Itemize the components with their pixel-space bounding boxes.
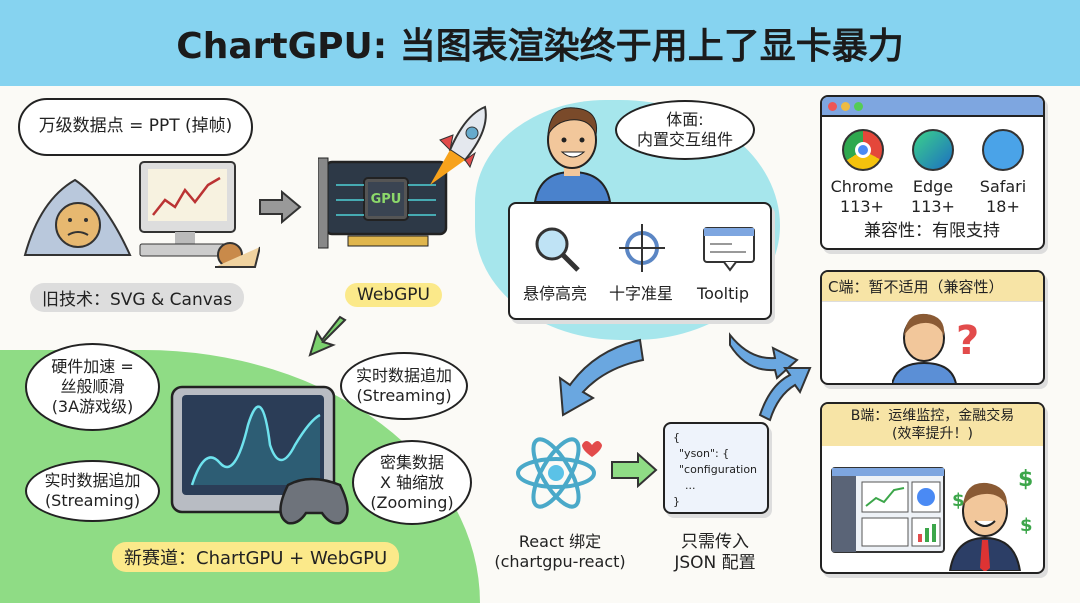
question-mark-icon: ? <box>956 318 979 364</box>
browser-name: Edge <box>912 177 954 196</box>
interaction-features-panel: 悬停高亮 十字准星 Tooltip <box>508 202 772 320</box>
react-label-line2: (chartgpu-react) <box>494 552 626 571</box>
json-code-box: { "yson": { "configuration ... } <box>663 422 769 514</box>
gpu-card-illustration: GPU <box>317 150 450 250</box>
new-track-label: 新赛道：ChartGPU + WebGPU <box>112 542 400 572</box>
code-line: } <box>673 494 680 508</box>
edge-icon <box>912 129 954 171</box>
json-label-line2: JSON 配置 <box>674 553 756 574</box>
bubble-line: 密集数据 <box>379 452 444 472</box>
tooltip-icon <box>703 227 755 272</box>
business-header-line2: (效率提升！) <box>892 426 973 443</box>
react-binding-label: React 绑定 (chartgpu-react) <box>480 532 640 572</box>
page-title: ChartGPU: 当图表渲染终于用上了显卡暴力 <box>176 26 904 67</box>
old-tech-label: 旧技术：SVG & Canvas <box>30 283 245 312</box>
streaming-bubble-left: 实时数据追加 (Streaming) <box>25 460 160 522</box>
code-line: ... <box>685 478 696 492</box>
dashboard-businessman-illustration: $ $ $ <box>831 467 1033 571</box>
gpu-card-icon <box>317 157 448 249</box>
dollar-icon: $ <box>1018 467 1033 492</box>
monitor-icon <box>139 161 236 257</box>
lag-speech-bubble: 万级数据点 = PPT (掉帧) <box>18 98 253 156</box>
feature-label-hover-highlight: 悬停高亮 <box>522 284 587 303</box>
bubble-line: (Zooming) <box>370 492 454 512</box>
dollar-icon: $ <box>1020 515 1033 536</box>
bubble-line: 实时数据追加 <box>355 366 452 385</box>
lag-bubble-text: 万级数据点 = PPT (掉帧) <box>38 116 233 137</box>
browser-name: Chrome <box>830 177 894 196</box>
smiling-person-icon <box>533 107 612 202</box>
bubble-line: (3A游戏级) <box>51 397 134 416</box>
code-line: "configuration <box>679 462 758 476</box>
webgpu-label: WebGPU <box>345 283 442 307</box>
safari-icon <box>982 129 1024 171</box>
hardware-acceleration-bubble: 硬件加速 = 丝般顺滑 (3A游戏级) <box>25 343 160 431</box>
window-dot-icon <box>854 101 863 111</box>
bubble-line: X 轴缩放 <box>379 472 445 492</box>
business-header: B端：运维监控，金融交易 (效率提升！) <box>822 404 1043 447</box>
gray-arrow-icon <box>259 190 302 224</box>
bubble-line: 内置交互组件 <box>636 130 733 149</box>
rocket-icon <box>430 105 487 185</box>
interaction-speech-bubble: 体面: 内置交互组件 <box>615 100 755 160</box>
gpu-chip-label: GPU <box>370 192 402 207</box>
json-label-line1: 只需传入 <box>681 532 749 552</box>
confused-person-icon: ? <box>892 313 979 384</box>
crosshair-icon <box>619 224 665 272</box>
window-titlebar <box>822 97 1043 117</box>
sad-computer-illustration <box>23 161 260 268</box>
json-config-label: 只需传入 JSON 配置 <box>650 532 780 575</box>
streaming-bubble-right: 实时数据追加 (Streaming) <box>340 352 468 420</box>
happy-businessman-icon <box>948 482 1022 571</box>
browser-version: 113+ <box>840 197 884 216</box>
window-dot-icon <box>841 101 850 111</box>
compatibility-summary: 兼容性：有限支持 <box>864 221 1000 241</box>
game-controller-icon <box>279 477 349 525</box>
blue-arrow-up-right-icon <box>758 367 812 422</box>
feature-label-crosshair: 十字准星 <box>608 284 673 303</box>
consumer-header: C端：暂不适用（兼容性） <box>822 272 1043 302</box>
dollar-icon: $ <box>952 490 965 511</box>
title-banner: ChartGPU: 当图表渲染终于用上了显卡暴力 <box>0 0 1080 86</box>
sad-face-icon <box>55 202 101 248</box>
react-atom-icon <box>516 437 602 509</box>
bubble-line: (Streaming) <box>356 386 452 405</box>
business-header-line1: B端：运维监控，金融交易 <box>850 408 1015 424</box>
browser-name: Safari <box>979 177 1027 196</box>
code-line: "yson": { <box>679 446 730 460</box>
snail-icon <box>215 242 260 268</box>
zooming-bubble: 密集数据 X 轴缩放 (Zooming) <box>352 440 472 525</box>
bubble-line: (Streaming) <box>44 491 141 510</box>
browser-version: 18+ <box>986 197 1020 216</box>
business-panel: B端：运维监控，金融交易 (效率提升！) $ $ $ <box>820 402 1045 574</box>
window-dot-icon <box>828 101 837 111</box>
browser-version: 113+ <box>911 197 955 216</box>
blue-arrow-down-left-icon <box>558 338 645 417</box>
tablet-chart-illustration <box>170 385 349 525</box>
bubble-line: 实时数据追加 <box>44 471 141 490</box>
blue-flow-arrows <box>558 332 812 422</box>
consumer-panel: C端：暂不适用（兼容性） ? <box>820 270 1045 385</box>
bubble-line: 丝般顺滑 <box>60 377 125 396</box>
chrome-icon <box>842 129 884 171</box>
green-arrow-down-left-icon <box>308 315 347 357</box>
code-line: { <box>673 431 680 444</box>
heart-icon <box>582 441 602 457</box>
react-label-line1: React 绑定 <box>518 532 602 551</box>
dashboard-icon <box>831 467 945 553</box>
bubble-line: 硬件加速 = <box>51 357 134 376</box>
green-arrow-right-icon <box>611 452 658 488</box>
magnifier-icon <box>535 227 580 272</box>
bubble-line: 体面: <box>666 110 704 129</box>
feature-label-tooltip: Tooltip <box>697 284 749 303</box>
